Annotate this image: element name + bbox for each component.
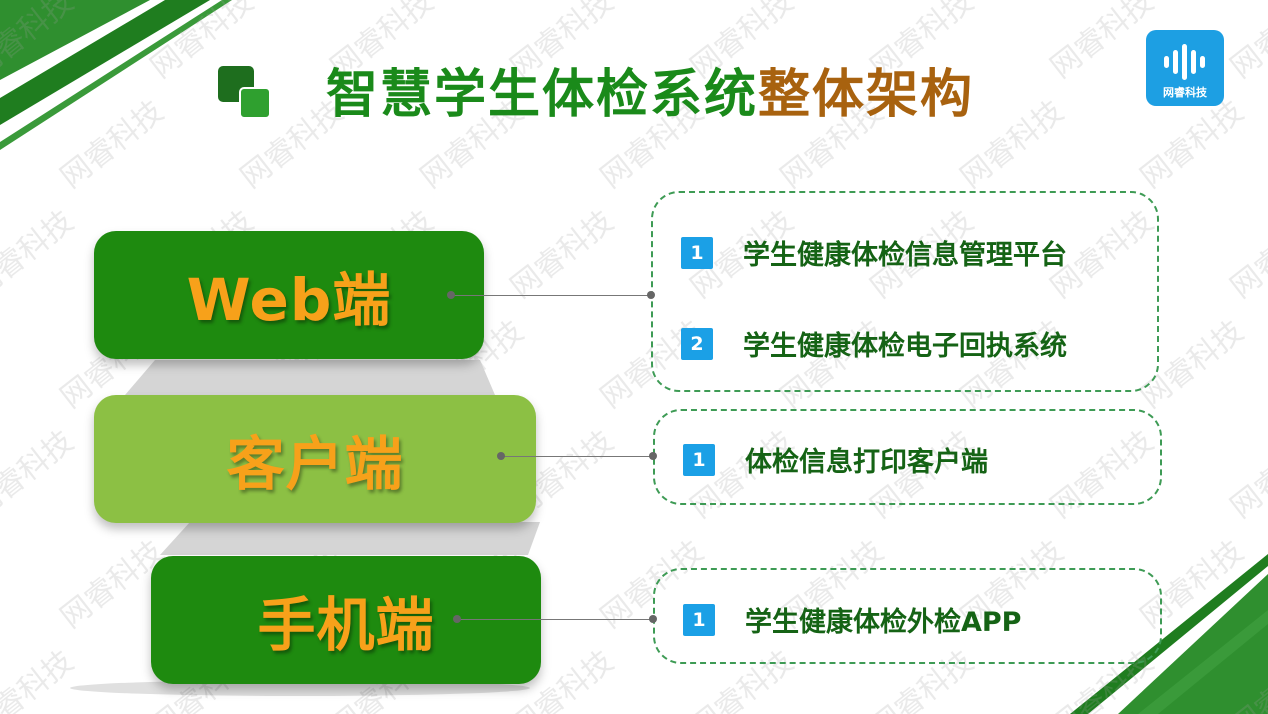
item-text: 学生健康体检信息管理平台	[743, 240, 1067, 271]
client-block: 客户端	[94, 395, 536, 523]
bottom-right-stripes	[1070, 554, 1268, 714]
client-block-label: 客户端	[226, 430, 404, 498]
top-left-stripes	[0, 0, 232, 150]
title-squares-icon	[218, 66, 270, 118]
item-text: 学生健康体检电子回执系统	[743, 331, 1067, 362]
mobile-block: 手机端	[151, 556, 541, 684]
web-block-label: Web端	[186, 266, 392, 334]
page-title: 智慧学生体检系统整体架构	[326, 52, 974, 127]
web-item-2: 2 学生健康体检电子回执系统	[681, 324, 1067, 363]
company-logo: 网睿科技	[1146, 30, 1224, 106]
mobile-item-1: 1 学生健康体检外检APP	[683, 600, 1021, 639]
mobile-block-label: 手机端	[257, 591, 435, 659]
number-badge: 2	[681, 327, 713, 360]
connector-line-mobile	[457, 619, 653, 620]
item-text: 体检信息打印客户端	[745, 447, 988, 478]
title-part-1: 智慧学生体检系统	[326, 65, 759, 125]
connector-dot-web-end	[647, 291, 655, 299]
connector-dot-mobile-end	[649, 615, 657, 623]
client-item-1: 1 体检信息打印客户端	[683, 440, 988, 479]
connector-dot-client-start	[497, 452, 505, 460]
connector-dot-web-start	[447, 291, 455, 299]
web-item-1: 1 学生健康体检信息管理平台	[681, 233, 1067, 272]
connector-line-web	[451, 295, 651, 296]
logo-text: 网睿科技	[1163, 86, 1207, 99]
connector-dot-mobile-start	[453, 615, 461, 623]
connector-dot-client-end	[649, 452, 657, 460]
title-part-2: 整体架构	[758, 65, 975, 125]
number-badge: 1	[683, 603, 715, 636]
number-badge: 1	[681, 236, 713, 269]
web-block: Web端	[94, 231, 484, 359]
item-text: 学生健康体检外检APP	[745, 607, 1022, 638]
sound-wave-icon	[1164, 44, 1205, 80]
number-badge: 1	[683, 443, 715, 476]
connector-line-client	[501, 456, 653, 457]
